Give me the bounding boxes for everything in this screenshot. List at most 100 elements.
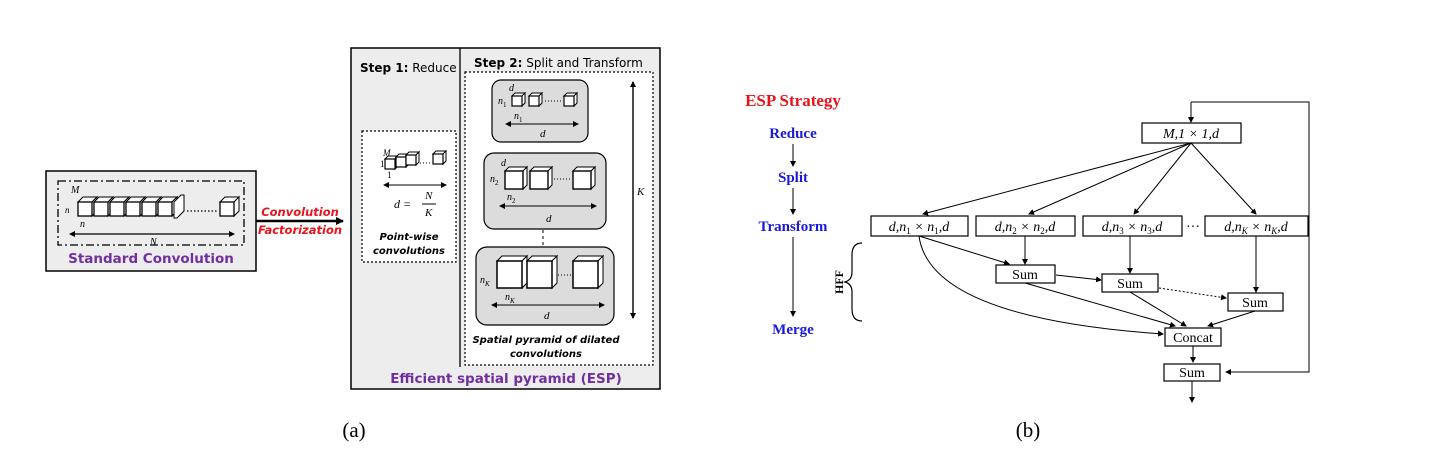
branch2-n-letter: n (490, 174, 495, 185)
bn1-s2: 1 (934, 226, 939, 236)
pointwise-frac-den: K (424, 207, 433, 219)
panel-b: ESP Strategy Reduce Split Transform Merg… (745, 91, 1310, 442)
bn2-p3: ,d (1045, 220, 1057, 235)
esp-strategy-title: ESP Strategy (745, 91, 841, 110)
top-node-pre: M,1 × 1, (1162, 127, 1212, 142)
branch1-bottom-n-sub: 1 (519, 116, 523, 124)
branch1-d: d (509, 83, 515, 94)
bn1-p3: ,d (939, 220, 951, 235)
branchk-bottom-n: nK (505, 292, 515, 305)
bn3-p3: ,d (1152, 220, 1164, 235)
branch-ellipsis: ··· (1186, 220, 1200, 235)
final-sum-label: Sum (1179, 366, 1205, 381)
svg-text:d,n1 × n1,d: d,n1 × n1,d (889, 220, 950, 236)
branch2-bottom-n: n2 (507, 192, 516, 205)
bn2-p2: × n (1017, 220, 1040, 235)
branch1-n: n1 (498, 96, 507, 109)
top-node-var: d (1212, 127, 1220, 142)
bn2-p1: d,n (995, 220, 1013, 235)
hff-brace (842, 242, 863, 322)
branch2-n-sub: 2 (495, 179, 499, 187)
std-label-n-bottom: n (80, 219, 85, 230)
bnk-s2: K (1270, 226, 1278, 236)
caption-a: (a) (342, 418, 365, 442)
strategy-step-reduce: Reduce (769, 126, 817, 142)
svg-text:d,nK × nK,d: d,nK × nK,d (1224, 220, 1288, 236)
pyramid-caption-1: Spatial pyramid of dilated (472, 335, 620, 346)
factorization-arrow: Convolution Factorization (256, 205, 344, 237)
branch-node-2: d,n2 × n2,d (975, 215, 1076, 237)
standard-convolution-box: M n n N Standard Convolution (45, 170, 257, 272)
sum-node-2-label: Sum (1117, 277, 1143, 292)
branchk-bottom-n-letter: n (505, 292, 510, 303)
bn1-p2: × n (911, 220, 934, 235)
step2-rest: Split and Transform (522, 56, 642, 70)
standard-convolution-title: Standard Convolution (68, 251, 234, 267)
std-label-N: N (149, 237, 158, 248)
branchk-n: nK (480, 275, 490, 288)
bn2-s1: 2 (1012, 226, 1017, 236)
branchk-width: d (544, 310, 550, 322)
pointwise-caption-1: Point-wise (379, 232, 438, 243)
step1-rest: Reduce (408, 61, 456, 75)
concat-node: Concat (1164, 327, 1222, 347)
concat-node-label: Concat (1173, 331, 1213, 346)
std-label-M: M (70, 185, 80, 196)
panel-a: M n n N Standard Convolution Convolution… (45, 47, 661, 442)
bn2-s2: 2 (1040, 226, 1045, 236)
step1-bold: Step 1: (360, 61, 408, 75)
bnk-p3: ,d (1277, 220, 1289, 235)
branchk-n-letter: n (480, 275, 485, 286)
k-height-label: K (636, 186, 645, 198)
factorization-label-1: Convolution (261, 205, 339, 219)
strategy-step-split: Split (778, 170, 808, 186)
sum-node-3: Sum (1227, 292, 1284, 312)
branch2-d: d (501, 158, 507, 169)
pyramid-caption-2: convolutions (510, 349, 582, 360)
branch-k: nK nK d (475, 246, 615, 326)
bn3-s1: 3 (1119, 226, 1124, 236)
final-sum-node: Sum (1163, 363, 1221, 382)
bn1-s1: 1 (906, 226, 911, 236)
pointwise-M: M (382, 148, 391, 158)
caption-b: (b) (1016, 418, 1041, 442)
bn3-p2: × n (1124, 220, 1147, 235)
branch2-n: n2 (490, 174, 499, 187)
branch2-bottom-n-sub: 2 (512, 197, 516, 205)
sum-node-1-label: Sum (1012, 268, 1038, 283)
pointwise-box: M 1 1 d = N K Point-wise convolutions (361, 130, 457, 263)
strategy-step-transform: Transform (759, 219, 828, 235)
bnk-p1: d,n (1224, 220, 1242, 235)
sum-node-1: Sum (995, 264, 1056, 284)
bn3-s2: 3 (1147, 226, 1152, 236)
pointwise-frac-num: N (424, 190, 433, 202)
factorization-label-2: Factorization (258, 223, 342, 237)
branch1-bottom-n: n1 (514, 111, 523, 124)
branch1-n-sub: 1 (503, 101, 507, 109)
branch1-n-letter: n (498, 96, 503, 107)
sum-node-3-label: Sum (1242, 296, 1268, 311)
bnk-p2: × n (1248, 220, 1271, 235)
branch1-width: d (540, 128, 546, 140)
svg-text:d,n3 × n3,d: d,n3 × n3,d (1102, 220, 1163, 236)
branchk-bottom-n-sub: K (509, 297, 515, 305)
branch1-bottom-n-letter: n (514, 111, 519, 122)
spatial-pyramid-box: d n1 n1 d d n2 (464, 71, 654, 366)
std-label-n-left: n (65, 205, 70, 215)
svg-text:d,n2 × n2,d: d,n2 × n2,d (995, 220, 1056, 236)
branch-node-3: d,n3 × n3,d (1082, 215, 1183, 237)
branch2-bottom-n-letter: n (507, 192, 512, 203)
sum-node-2: Sum (1101, 273, 1159, 293)
bn1-p1: d,n (889, 220, 907, 235)
branch-node-1: d,n1 × n1,d (870, 215, 969, 237)
branch-1: d n1 n1 d (491, 79, 589, 143)
top-node-label: M,1 × 1,d (1162, 127, 1220, 142)
branch-node-k: d,nK × nK,d (1204, 215, 1309, 237)
pointwise-caption-2: convolutions (373, 246, 445, 257)
strategy-step-merge: Merge (772, 322, 814, 338)
pointwise-1a: 1 (380, 159, 385, 169)
step2-bold: Step 2: (474, 56, 522, 70)
branchk-n-sub: K (484, 280, 490, 288)
esp-box: Step 1: Reduce Step 2: Split and Transfo… (350, 47, 661, 390)
